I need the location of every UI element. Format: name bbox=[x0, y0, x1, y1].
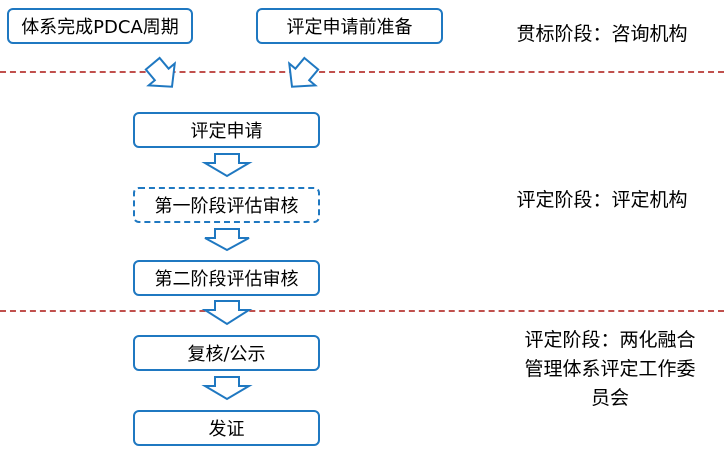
step-review-publicity: 复核/公示 bbox=[133, 335, 320, 371]
step-application: 评定申请 bbox=[133, 112, 320, 148]
phase-label-line: 员会 bbox=[590, 387, 629, 409]
step-stage1-audit: 第一阶段评估审核 bbox=[133, 187, 320, 223]
step-certification: 发证 bbox=[133, 410, 320, 446]
phase-label-line: 管理体系评定工作委 bbox=[524, 358, 696, 380]
down-arrow bbox=[201, 300, 253, 326]
phase-label-assessment: 评定阶段：评定机构 bbox=[516, 189, 688, 211]
phase-label-line: 评定阶段：两化融合 bbox=[524, 329, 696, 351]
phase-divider bbox=[0, 310, 724, 312]
pre-application-box: 评定申请前准备 bbox=[256, 8, 443, 44]
down-arrow bbox=[204, 228, 250, 252]
phase-divider bbox=[0, 71, 724, 73]
phase-label-committee: 评定阶段：两化融合 管理体系评定工作委 员会 bbox=[496, 326, 724, 413]
diagonal-arrow-right bbox=[287, 56, 320, 88]
phase-label-consulting: 贯标阶段：咨询机构 bbox=[516, 23, 688, 45]
pdca-complete-box: 体系完成PDCA周期 bbox=[7, 8, 193, 44]
diagonal-arrow-left bbox=[144, 56, 177, 88]
down-arrow bbox=[201, 153, 253, 178]
down-arrow bbox=[201, 376, 253, 401]
step-stage2-audit: 第二阶段评估审核 bbox=[133, 260, 320, 296]
